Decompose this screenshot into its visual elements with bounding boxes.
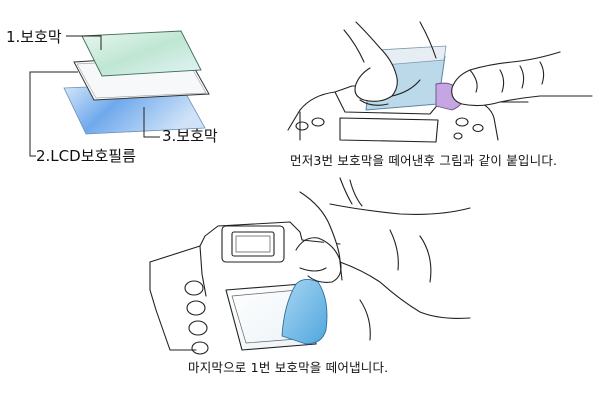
layer2-label: 2.LCD보호필름 [36,147,136,165]
peeling-film [281,279,328,345]
apply-film-illustration [287,21,593,143]
step1-caption: 먼저3번 보호막을 떼어낸후 그림과 같이 붙입니다. [290,153,558,168]
layer1-label: 1.보호막 [6,28,62,46]
peel-film-illustration [149,177,471,355]
layer3-leader [143,107,160,138]
layer-stack-diagram: 1.보호막 2.LCD보호필름 3.보호막 [6,28,218,165]
layer3-label: 3.보호막 [162,127,218,145]
layer2-leader [29,71,78,157]
step2-caption: 마지막으로 1번 보호막을 떼어냅니다. [188,360,389,375]
layer1-leader [66,35,102,50]
layer1-film [81,30,202,77]
